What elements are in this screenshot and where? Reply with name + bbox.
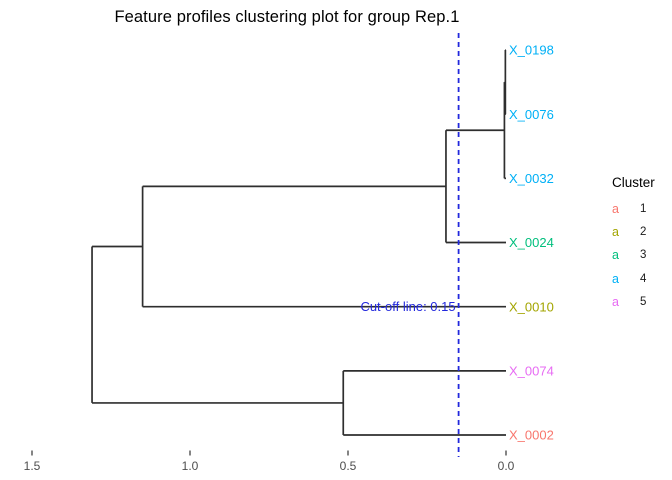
x-axis-tick-label: 0.0 [498, 459, 515, 473]
legend-title: Cluster [612, 175, 655, 190]
plot-title: Feature profiles clustering plot for gro… [114, 8, 460, 26]
x-axis-tick-label: 0.5 [340, 459, 357, 473]
legend-key-glyph: a [612, 271, 619, 286]
leaf-label-x_0032: X_0032 [509, 171, 554, 186]
leaf-label-x_0024: X_0024 [509, 235, 554, 250]
legend-item-label: 5 [640, 295, 647, 308]
leaf-label-x_0002: X_0002 [509, 428, 554, 443]
leaf-label-x_0074: X_0074 [509, 363, 554, 378]
cutoff-label: Cut-off line: 0.15 [360, 299, 455, 314]
leaf-label-x_0198: X_0198 [509, 43, 554, 58]
legend-item-label: 3 [640, 249, 647, 262]
legend-item-label: 4 [640, 272, 647, 285]
legend-key-glyph: a [612, 294, 619, 309]
leaf-label-x_0076: X_0076 [509, 107, 554, 122]
legend-key-glyph: a [612, 224, 619, 239]
legend-item-label: 1 [640, 202, 647, 215]
legend-key-glyph: a [612, 248, 619, 263]
legend-key-glyph: a [612, 201, 619, 216]
x-axis-tick-label: 1.5 [24, 459, 41, 473]
x-axis-tick-label: 1.0 [182, 459, 199, 473]
leaf-label-x_0010: X_0010 [509, 299, 554, 314]
legend-item-label: 2 [640, 225, 647, 238]
